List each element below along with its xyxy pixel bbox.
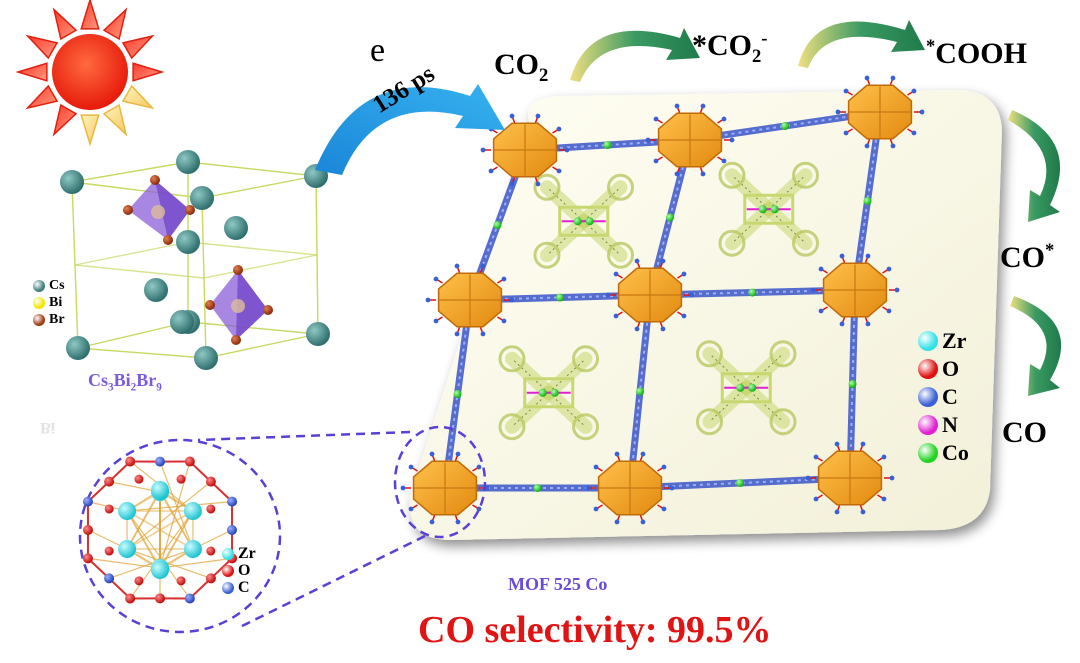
cluster-zoom-circle	[78, 438, 282, 634]
legend-swatch	[918, 443, 938, 463]
legend-swatch	[918, 387, 938, 407]
legend-item: Bi	[33, 295, 62, 311]
legend-label: Br	[49, 312, 65, 327]
legend-swatch	[222, 565, 234, 577]
mof-name-label: MOF 525 Co	[508, 574, 608, 594]
reaction-arrow-2	[798, 20, 925, 68]
zr-oxo-cluster	[82, 456, 238, 604]
legend-label: Zr	[238, 545, 256, 562]
legend-item: O	[918, 356, 959, 382]
legend-swatch	[918, 331, 938, 351]
cooh-label: *COOH	[926, 36, 1027, 70]
zoom-indicator	[78, 425, 487, 634]
perovskite-label: Cs3Bi2Br9	[88, 370, 162, 394]
legend-label: Cs	[49, 278, 65, 293]
selectivity-label: CO selectivity: 99.5%	[418, 609, 772, 651]
cs3bi2br9-structure	[60, 150, 330, 370]
co-product-label: CO	[1002, 416, 1047, 449]
co-adsorbed-label: CO*	[1000, 240, 1055, 274]
legend-item: Zr	[222, 545, 256, 563]
legend-swatch	[918, 415, 938, 435]
legend-item: C	[222, 579, 250, 597]
legend-label: Zr	[942, 328, 967, 353]
legend-swatch	[918, 359, 938, 379]
legend-item: Co	[918, 440, 969, 466]
legend-item: O	[222, 562, 250, 580]
legend-swatch	[33, 280, 45, 292]
legend-label: C	[942, 384, 958, 409]
legend-swatch	[33, 297, 45, 309]
legend-item: N	[918, 412, 958, 438]
legend-swatch	[222, 548, 234, 560]
legend-label: N	[942, 412, 958, 437]
sun-icon	[15, 0, 165, 147]
electron-label: e	[370, 32, 386, 69]
legend-swatch	[222, 582, 234, 594]
legend-item: Br	[33, 312, 65, 328]
legend-item: C	[918, 384, 958, 410]
legend-item: Zr	[918, 328, 966, 354]
legend-swatch	[33, 314, 45, 326]
legend-label: O	[238, 562, 251, 579]
co2-adsorbed-label: *CO2-	[692, 28, 768, 67]
reaction-arrow-3	[1008, 110, 1061, 222]
reaction-arrow-1	[570, 28, 700, 82]
legend-label: C	[238, 579, 250, 596]
octahedron-lower-face	[236, 270, 268, 340]
reaction-arrow-4	[1010, 296, 1062, 396]
mof-framework	[400, 75, 1002, 540]
legend-item: Cs	[33, 278, 65, 294]
legend-label: Bi	[49, 295, 63, 310]
octahedron-upper-face	[155, 180, 190, 240]
legend-label: O	[942, 356, 960, 381]
electron-transfer-arrow	[315, 84, 505, 175]
legend-label: Co	[942, 440, 969, 465]
co2-label: CO2	[494, 48, 549, 86]
svg-text:Bi: Bi	[40, 419, 56, 436]
